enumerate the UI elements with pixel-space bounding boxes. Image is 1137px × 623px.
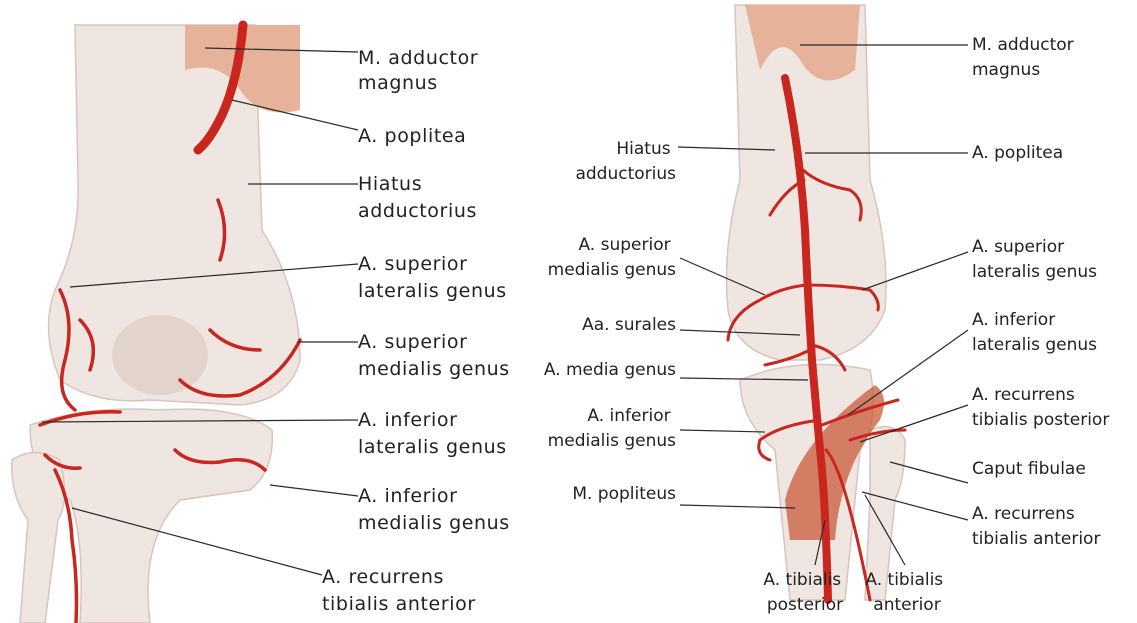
left-label-superior-medialis: A. superior medialis genus	[358, 331, 510, 380]
left-tibia	[30, 409, 272, 623]
right-label-recurrens-posterior: A. recurrens tibialis posterior	[972, 385, 1109, 430]
right-illustration	[727, 5, 906, 600]
right-label-media-genus: A. media genus	[544, 360, 676, 380]
right-label-superior-medialis: A. superior medialis genus	[548, 235, 676, 280]
right-label-superior-lateralis: A. superior lateralis genus	[972, 237, 1097, 282]
left-labels: M. adductor magnus A. poplitea Hiatus ad…	[322, 47, 510, 615]
right-label-poplitea: A. poplitea	[972, 143, 1063, 163]
right-label-caput-fibulae: Caput fibulae	[972, 459, 1086, 479]
right-labels-left-column: Hiatus adductorius A. superior medialis …	[544, 139, 676, 504]
left-label-inferior-lateralis: A. inferior lateralis genus	[358, 409, 507, 458]
left-label-poplitea: A. poplitea	[358, 125, 466, 147]
right-label-adductor-magnus: M. adductor magnus	[972, 35, 1079, 80]
left-fibula	[12, 453, 65, 623]
right-label-inferior-medialis: A. inferior medialis genus	[548, 406, 676, 451]
left-label-superior-lateralis: A. superior lateralis genus	[358, 253, 507, 302]
left-label-hiatus: Hiatus adductorius	[358, 173, 477, 222]
left-illustration	[12, 25, 300, 623]
right-label-inferior-lateralis: A. inferior lateralis genus	[972, 310, 1097, 355]
left-label-inferior-medialis: A. inferior medialis genus	[358, 485, 510, 534]
right-label-hiatus: Hiatus adductorius	[575, 139, 676, 184]
right-label-surales: Aa. surales	[582, 315, 676, 335]
right-label-popliteus: M. popliteus	[572, 484, 676, 504]
left-label-recurrens-anterior: A. recurrens tibialis anterior	[322, 566, 476, 615]
left-patella	[112, 315, 208, 395]
left-label-adductor-magnus: M. adductor magnus	[358, 47, 485, 94]
right-label-recurrens-anterior: A. recurrens tibialis anterior	[972, 504, 1100, 549]
right-labels-right-column: M. adductor magnus A. poplitea A. superi…	[972, 35, 1109, 549]
